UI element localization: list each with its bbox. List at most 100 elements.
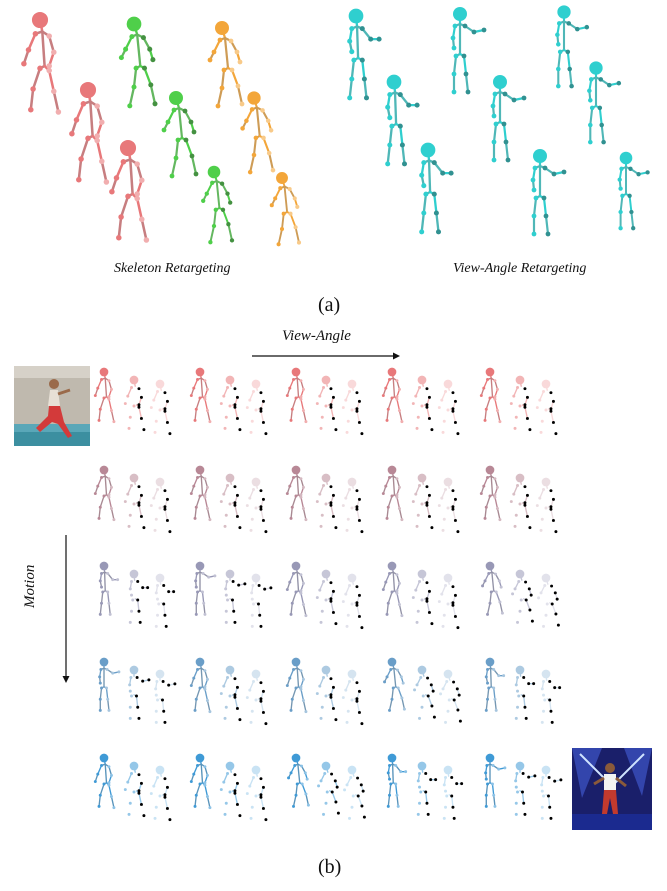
bone [249,153,256,174]
skeleton [149,477,172,534]
joint [107,495,111,499]
bone [167,520,169,531]
joint [416,812,420,816]
joint [471,29,477,35]
joint [329,677,333,681]
joint [163,489,167,493]
bone [129,417,130,428]
joint [599,122,604,128]
joint [154,720,158,724]
joint [427,395,431,399]
bone [252,604,253,615]
joint [419,172,425,178]
joint [540,783,544,787]
joint [299,573,303,577]
joint [301,602,305,606]
joint [566,21,572,26]
bone [237,708,239,719]
bone [292,794,297,808]
bone [524,803,525,814]
joint [295,782,299,786]
joint [100,601,104,605]
joint [220,207,226,212]
bone [164,796,169,810]
joint [390,396,394,400]
joint [223,524,227,528]
joint [273,196,278,201]
joint [541,775,545,779]
skeleton [219,761,242,818]
joint [359,57,365,63]
joint [463,71,469,77]
bone [518,696,519,707]
joint [99,667,103,671]
joint [249,107,255,112]
bone [496,409,501,423]
joint [251,152,257,158]
bone [257,603,261,616]
bone [548,584,550,603]
joint [399,770,403,774]
joint [397,602,401,606]
bone [302,507,307,521]
joint [289,516,293,520]
joint [550,720,554,724]
bone [263,712,265,723]
joint [292,804,296,808]
joint [493,697,497,701]
joint [319,716,323,720]
bone [296,571,300,592]
joint [427,589,431,593]
joint [415,524,419,528]
joint [511,592,515,596]
joint [542,794,546,798]
joint [385,675,389,679]
skeleton [285,657,308,714]
joint [442,816,446,820]
joint [233,501,237,505]
joint [211,223,217,229]
bone [568,67,573,88]
joint [540,805,544,809]
joint [451,601,455,605]
bone [551,711,552,722]
head-joint [225,569,235,579]
bone [319,484,325,495]
skeleton [194,561,217,616]
joint [355,699,359,703]
joint [134,195,140,202]
bone [542,196,548,218]
joint [451,71,457,77]
joint [126,780,130,784]
joint [259,391,263,395]
joint [486,377,490,381]
joint [414,394,418,398]
bone [291,397,297,410]
bone [401,143,406,166]
joint [137,503,141,507]
bone [89,100,94,138]
bone [132,66,138,89]
bone [490,475,494,496]
joint [525,493,529,497]
bone [331,791,337,803]
bone [542,711,543,722]
joint [205,677,209,681]
joint [331,416,335,420]
joint [557,49,563,55]
bone [398,409,403,423]
joint [355,407,359,411]
joint [317,784,321,788]
bone [164,711,165,722]
bone [234,611,235,622]
bone [429,418,431,429]
bone [353,488,354,507]
joint [222,684,226,688]
bone [345,390,351,401]
joint [349,26,355,32]
bone [281,212,285,230]
bone [204,379,209,391]
skeleton [21,11,62,115]
joint [421,183,427,189]
bone [260,615,261,626]
